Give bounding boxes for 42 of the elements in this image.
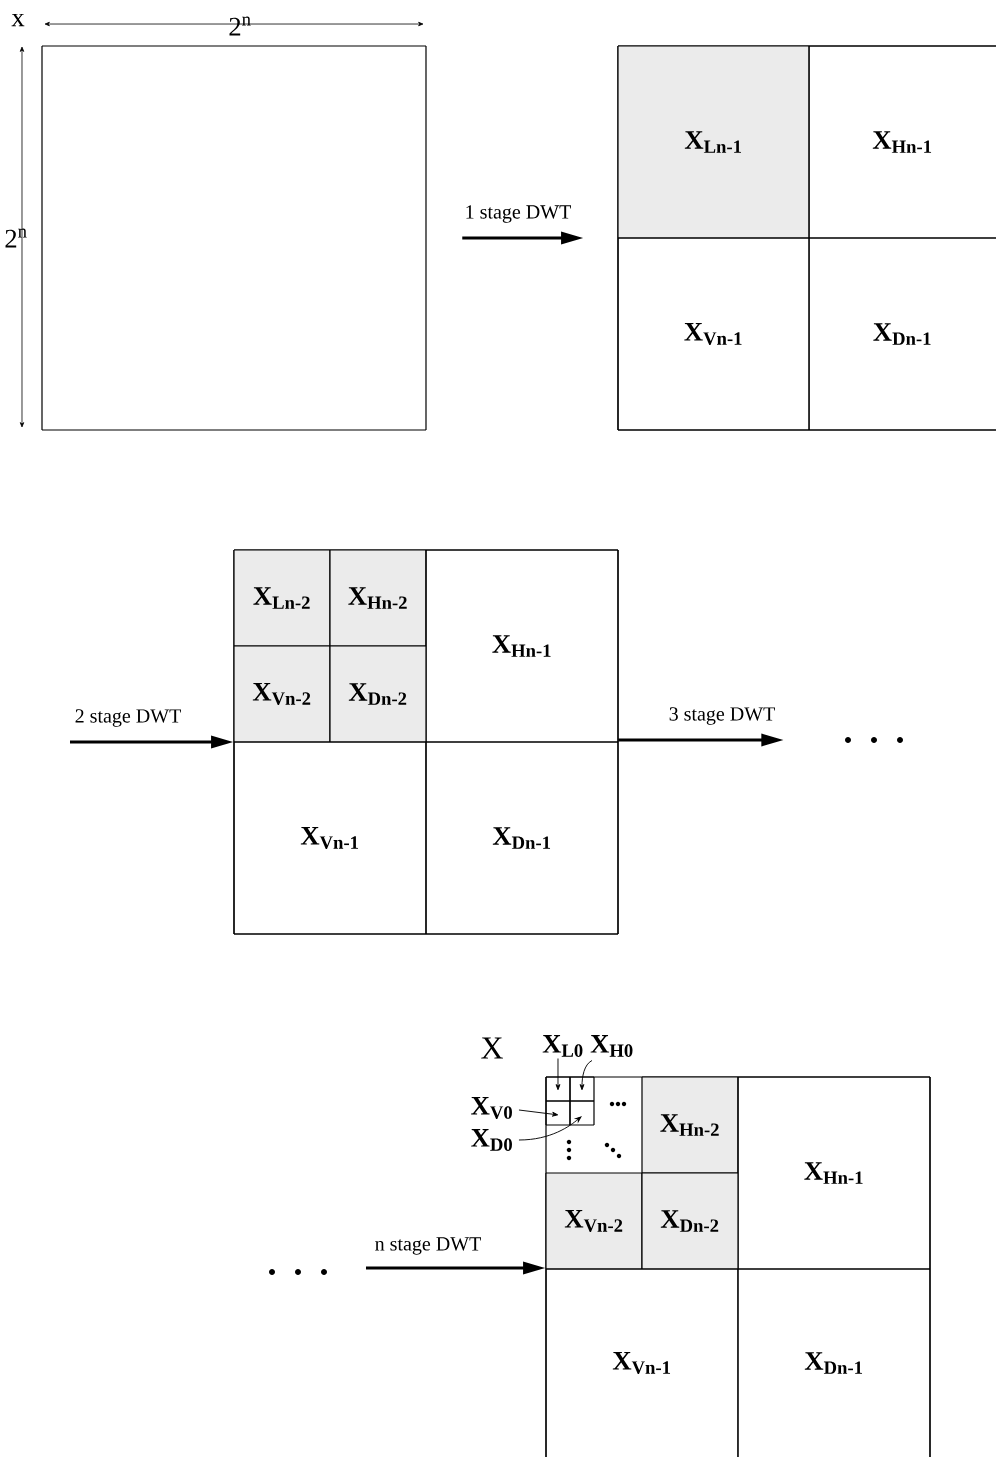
node-label: X$_{Vn-2}$	[564, 1210, 623, 1232]
subband-cell: X$_{Vn-1}$	[617, 237, 810, 431]
subband-cell: X$_{Ln-1}$	[617, 45, 810, 239]
dimension-label: 2$^{n}$	[3, 227, 29, 249]
subband-cell: X$_{Dn-2}$	[641, 1172, 739, 1270]
variable-label: x	[10, 12, 26, 28]
subband-cell: X$_{Dn-1}$	[808, 237, 996, 431]
node-label: X$_{Hn-2}$	[348, 587, 407, 609]
edge-label: 3 stage DWT	[669, 707, 775, 725]
subband-cell	[569, 1100, 595, 1126]
subband-cell: X$_{Dn-1}$	[737, 1268, 931, 1457]
subband-cell: X$_{Hn-2}$	[641, 1076, 739, 1174]
subband-cell: X$_{Vn-1}$	[233, 741, 427, 935]
dimension-label: 2$^{n}$	[227, 15, 253, 37]
subband-cell	[569, 1076, 595, 1102]
edge-label: n stage DWT	[375, 1237, 481, 1255]
coefficient-label: X$_{V0}$	[471, 1097, 512, 1119]
subband-cell: X$_{Hn-1}$	[808, 45, 996, 239]
subband-cell: X$_{Ln-2}$	[233, 549, 331, 647]
coefficient-label: X$_{H0}$	[590, 1035, 633, 1057]
arrow	[579, 1060, 593, 1091]
subband-cell: X$_{Dn-1}$	[425, 741, 619, 935]
subband-cell: X$_{Hn-2}$	[329, 549, 427, 647]
coefficient-label: X$_{D0}$	[471, 1129, 512, 1151]
coefficient-label: X$_{L0}$	[542, 1035, 583, 1057]
arrow	[518, 1116, 582, 1141]
arrow	[555, 1058, 561, 1091]
edge-label: 1 stage DWT	[466, 205, 571, 223]
variable-label: X	[479, 1036, 505, 1060]
edge-label: 2 stage DWT	[75, 709, 181, 727]
subband-cell: X$_{Vn-1}$	[545, 1268, 739, 1457]
subband-cell: X$_{Vn-2}$	[233, 645, 331, 743]
arrow	[518, 1109, 559, 1117]
node-label: X$_{Hn-2}$	[660, 1114, 719, 1136]
node-label: X$_{Vn-2}$	[252, 683, 311, 705]
subband-cell	[545, 1100, 571, 1126]
subband-cell: X$_{Hn-1}$	[737, 1076, 931, 1270]
node-label: X$_{Ln-2}$	[253, 587, 310, 609]
subband-cell: X$_{Hn-1}$	[425, 549, 619, 743]
subband-cell: X$_{Vn-2}$	[545, 1172, 643, 1270]
subband-cell: X$_{Dn-2}$	[329, 645, 427, 743]
subband-cell	[545, 1076, 571, 1102]
